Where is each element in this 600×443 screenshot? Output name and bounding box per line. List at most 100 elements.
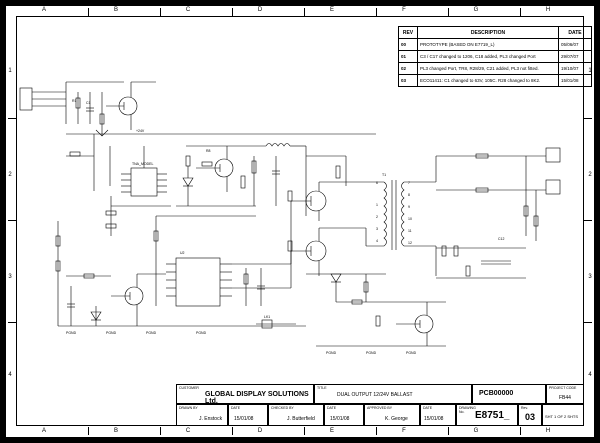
customer-cell: CUSTOMER GLOBAL DISPLAY SOLUTIONS Ltd. [176,384,314,405]
approved-by-cell: APPROVED BY K. George [364,404,420,426]
zone-col-label: G [473,428,479,434]
svg-text:PGND: PGND [366,351,377,355]
svg-text:C12: C12 [498,237,504,241]
transformer-pin: 7 [408,181,410,185]
approved-by-label: APPROVED BY [367,406,393,410]
transformer-secondary [401,181,405,247]
svg-text:PGND: PGND [326,351,337,355]
revision-row: 02 PL3 changed Port, TR8, R28/29, C21 ad… [398,62,592,75]
drawn-by: J. Enstock [199,416,223,422]
revision-row: 00 PROTOTYPE (BASED ON E7719_L) 05/06/07 [398,38,592,51]
zone-row-label: 4 [8,372,12,378]
svg-text:C1: C1 [86,101,91,105]
date-label: DATE [231,406,241,410]
rev-date: 29/07/07 [558,50,592,63]
title-label: TITLE [317,386,327,390]
date-label: DATE [423,406,433,410]
sheet-number: SHT 1 OF 2 SHTS [545,414,579,419]
transformer-label: T1 [382,173,386,177]
rev-col-header: REV [398,26,418,39]
drawing-number-cell: DRAWING No. E8751_ [456,404,518,426]
approved-date-cell: DATE 15/01/08 [420,404,456,426]
revision-number: 03 [525,412,536,422]
rev-number: 00 [398,38,418,51]
zone-col-label: D [257,7,263,13]
transformer-pin: 9 [408,205,410,209]
zone-col-label: A [41,7,46,13]
svg-text:LK1: LK1 [264,315,270,319]
rev-number: 02 [398,62,418,75]
zone-col-label: B [113,7,118,13]
zone-row-label: 1 [8,68,12,74]
svg-text:PGND: PGND [146,331,157,335]
drawn-date-cell: DATE 15/01/08 [228,404,268,426]
transformer-pin: 6 [376,181,378,185]
drawing-no-label: DRAWING No. [459,406,476,414]
schematic-sheet: A B C D E F G H A B C D E F G H 1 2 3 4 … [6,6,594,437]
revision-table: REV DESCRIPTION DATE 00 PROTOTYPE (BASED… [398,26,592,87]
rev-date: 15/01/08 [558,74,592,87]
rev-date: 19/10/07 [558,62,592,75]
checked-date: 15/01/08 [330,416,350,422]
transformer-pin: 2 [376,215,378,219]
zone-col-label: F [402,7,406,13]
checked-date-cell: DATE 15/01/08 [324,404,364,426]
zone-row-label: 4 [588,372,592,378]
date-label: DATE [327,406,337,410]
rev-description: PL3 changed Port, TR8, R28/29, C21 added… [417,62,559,75]
drawing-number: E8751_ [475,410,510,421]
transformer-pin: 8 [408,193,410,197]
svg-text:+24V: +24V [136,129,145,133]
circuit-schematic: R1 C1 +24V TNA_MODEL [19,81,561,355]
output-connector-2 [545,179,561,195]
rev-description: ECO11411: C1 changed to 63V, 105C. R28 c… [417,74,559,87]
transformer-pin: 10 [408,217,412,221]
sheet-cell: SHT 1 OF 2 SHTS [542,404,584,426]
svg-text:PGND: PGND [106,331,117,335]
zone-col-label: B [113,428,118,434]
revision-row: 01 C3 / C17 changed to 1206, C18 added, … [398,50,592,63]
checked-by-label: CHECKED BY [271,406,294,410]
zone-col-label: A [41,428,46,434]
drawn-by-cell: DRAWN BY J. Enstock [176,404,228,426]
zone-col-label: E [329,7,334,13]
svg-text:R1: R1 [72,99,77,103]
zone-col-label: D [257,428,263,434]
ic-u2 [175,257,221,307]
zone-row-label: 2 [588,172,592,178]
revision-row: 03 ECO11411: C1 changed to 63V, 105C. R2… [398,74,592,87]
date-col-header: DATE [558,26,592,39]
drawing-title: DUAL OUTPUT 12/24V BALLAST [337,392,413,398]
zone-col-label: H [545,428,551,434]
customer-label: CUSTOMER [179,386,199,390]
rev-description: C3 / C17 changed to 1206, C18 added, PL3… [417,50,559,63]
zone-col-label: E [329,428,334,434]
input-connector [19,87,33,111]
svg-text:U2: U2 [180,251,185,255]
svg-text:PGND: PGND [196,331,207,335]
zone-col-label: F [402,428,406,434]
transformer-pin: 12 [408,241,412,245]
description-col-header: DESCRIPTION [417,26,559,39]
approved-date: 15/01/08 [424,416,444,422]
transformer-pin: 3 [376,227,378,231]
rev-label: Rev. [521,406,528,410]
zone-col-label: G [473,7,479,13]
revision-cell: Rev. 03 [518,404,542,426]
svg-text:PGND: PGND [66,331,77,335]
svg-text:PGND: PGND [406,351,417,355]
project-code: FB44 [559,395,571,401]
customer-name: GLOBAL DISPLAY SOLUTIONS Ltd. [205,391,309,405]
pcb-number: PCB00000 [479,390,514,397]
zone-row-label: 3 [8,274,12,280]
pcb-cell: PCB00000 [472,384,546,404]
zone-col-label: C [185,428,191,434]
zone-col-label: C [185,7,191,13]
project-code-cell: PROJECT CODE FB44 [546,384,584,404]
rev-description: PROTOTYPE (BASED ON E7719_L) [417,38,559,51]
svg-text:TNA_MODEL: TNA_MODEL [132,162,153,166]
title-cell: TITLE DUAL OUTPUT 12/24V BALLAST [314,384,472,404]
zone-row-label: 3 [588,274,592,280]
output-connector-1 [545,147,561,163]
checked-by-cell: CHECKED BY J. Butterfield [268,404,324,426]
